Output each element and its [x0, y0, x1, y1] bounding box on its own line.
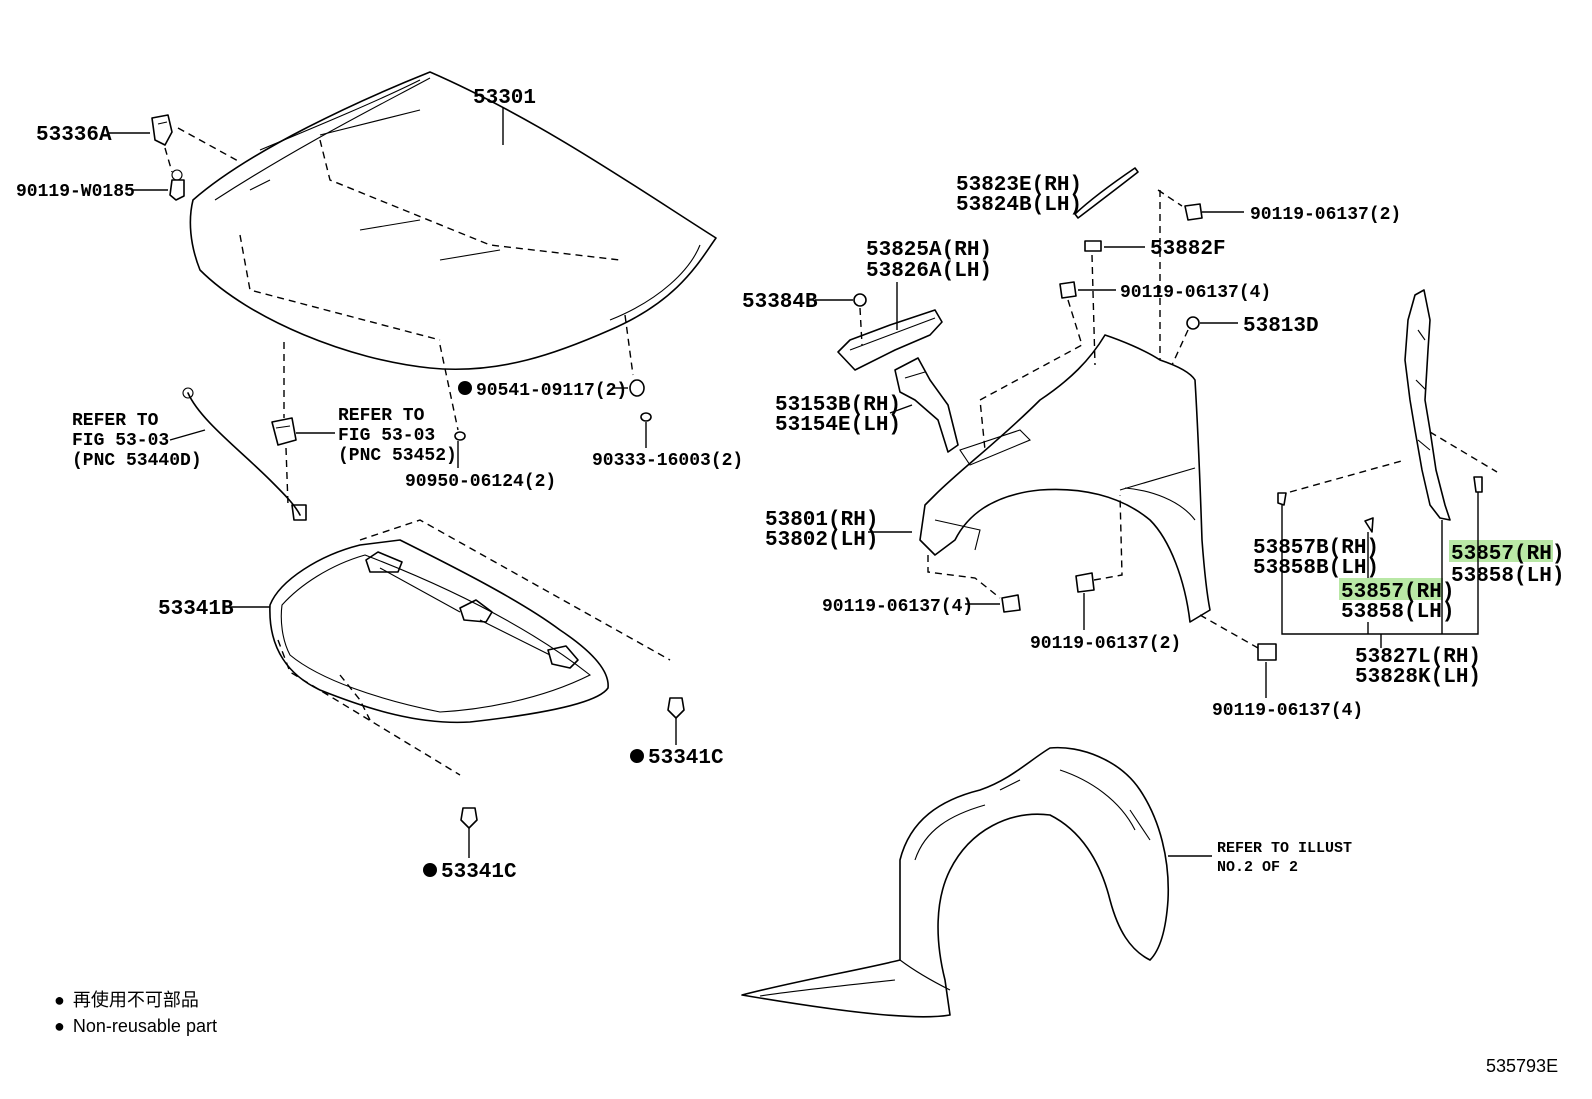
refer-label-2: REFER TO	[338, 406, 425, 426]
part-53882f[interactable]	[1084, 240, 1102, 252]
bracket2-rh-label: 53153B(RH)	[775, 394, 901, 417]
clip-53341c-bottom-part[interactable]	[460, 807, 478, 829]
legend-item-2: ● Non-reusable part	[54, 1016, 217, 1036]
seal-tab-left[interactable]	[1277, 492, 1287, 506]
legend: ● 再使用不可部品 ● Non-reusable part	[54, 990, 217, 1036]
hood-support-rod[interactable]	[182, 387, 307, 521]
fender-seal-part[interactable]	[1074, 167, 1139, 219]
bolt-fender-left-part[interactable]	[1001, 594, 1021, 613]
set-lh-label: 53828K(LH)	[1355, 666, 1481, 689]
fender-seal-strip-part[interactable]	[1404, 289, 1451, 521]
hood-panel[interactable]	[189, 71, 717, 371]
seal-c-lh-label: 53858(LH)	[1341, 601, 1454, 624]
hood-insulator-part[interactable]	[269, 539, 609, 724]
clip-53384b-part[interactable]	[853, 293, 867, 307]
hood-lock-part[interactable]	[271, 417, 297, 446]
legend-text-1: 再使用不可部品	[73, 990, 199, 1010]
fender-seal-lh-label: 53824B(LH)	[956, 194, 1082, 217]
seal-c-rh-label: 53857(RH)	[1341, 581, 1454, 604]
fender-liner-part[interactable]	[741, 746, 1170, 1018]
hood-label: 53301	[473, 87, 536, 110]
legend-item-1: ● 再使用不可部品	[54, 990, 199, 1010]
bolt-mid-label: 90119-06137(4)	[1120, 283, 1271, 303]
part-53882f-label: 53882F	[1150, 238, 1226, 261]
pnc-label-2: (PNC 53452)	[338, 446, 457, 466]
clip-09117-part[interactable]	[629, 379, 645, 397]
seal-b-rh-label: 53857B(RH)	[1253, 537, 1379, 560]
clip-09117-label: 90541-09117(2)	[476, 381, 627, 401]
seal-d-rh-label: 53857(RH)	[1451, 543, 1564, 566]
bracket-lh-label: 53826A(LH)	[866, 260, 992, 283]
highlight-box-2	[1339, 578, 1443, 600]
bracket-rh-label: 53825A(RH)	[866, 239, 992, 262]
seal-d-lh-label: 53858(LH)	[1451, 565, 1564, 588]
bolt-top-label: 90119-06137(2)	[1250, 205, 1401, 225]
hood-insulator-label: 53341B	[158, 598, 234, 621]
fig-label-1: FIG 53-03	[72, 431, 169, 451]
fig-label-2: FIG 53-03	[338, 426, 435, 446]
bracket-53825a-part[interactable]	[837, 309, 943, 371]
bolt-bottom-label: 90119-06137(4)	[1212, 701, 1363, 721]
nut-53813d-label: 53813D	[1243, 315, 1319, 338]
seal-tab-right[interactable]	[1473, 476, 1483, 493]
seal-tab-mid[interactable]	[1364, 517, 1374, 533]
bracket2-lh-label: 53154E(LH)	[775, 414, 901, 437]
hood-bolt-part[interactable]	[169, 169, 185, 201]
cushion-16003-label: 90333-16003(2)	[592, 451, 743, 471]
diagram-code: 535793E	[1486, 1056, 1558, 1076]
bolt-mid-part[interactable]	[1059, 281, 1077, 299]
refer-illust-label-1: REFER TO ILLUST	[1217, 840, 1352, 857]
refer-label-1: REFER TO	[72, 411, 159, 431]
fender-lh-label: 53802(LH)	[765, 529, 878, 552]
cushion-06124-label: 90950-06124(2)	[405, 472, 556, 492]
clip-53341c-bottom-label: 53341C	[441, 861, 517, 884]
hood-bolt-label: 90119-W0185	[16, 182, 135, 202]
legend-symbol-2: ●	[54, 1016, 65, 1036]
fender-seal-rh-label: 53823E(RH)	[956, 174, 1082, 197]
clip-53341c-right-label: 53341C	[648, 747, 724, 770]
legend-text-2: Non-reusable part	[73, 1016, 217, 1036]
bolt-bottom-part[interactable]	[1257, 643, 1277, 661]
bolt-fender-mid-part[interactable]	[1075, 572, 1095, 593]
pnc-label-1: (PNC 53440D)	[72, 451, 202, 471]
bolt-fender-mid-label: 90119-06137(2)	[1030, 634, 1181, 654]
clip-53341c-right-part[interactable]	[667, 697, 685, 719]
highlight-box-1	[1449, 540, 1553, 562]
clip-53384b-label: 53384B	[742, 291, 818, 314]
front-fender-part[interactable]	[919, 334, 1211, 623]
legend-symbol-1: ●	[54, 990, 65, 1010]
bolt-fender-left-label: 90119-06137(4)	[822, 597, 973, 617]
cushion-16003-part[interactable]	[640, 412, 652, 422]
nut-53813d-part[interactable]	[1186, 316, 1200, 330]
hood-hinge-part[interactable]	[151, 114, 173, 146]
seal-b-lh-label: 53858B(LH)	[1253, 557, 1379, 580]
hood-hinge-label: 53336A	[36, 124, 112, 147]
refer-illust-label-2: NO.2 OF 2	[1217, 859, 1298, 876]
bolt-top-part[interactable]	[1184, 203, 1203, 221]
cushion-06124-part[interactable]	[454, 431, 466, 441]
fender-rh-label: 53801(RH)	[765, 509, 878, 532]
set-rh-label: 53827L(RH)	[1355, 646, 1481, 669]
bracket-53153b-part[interactable]	[894, 357, 959, 453]
